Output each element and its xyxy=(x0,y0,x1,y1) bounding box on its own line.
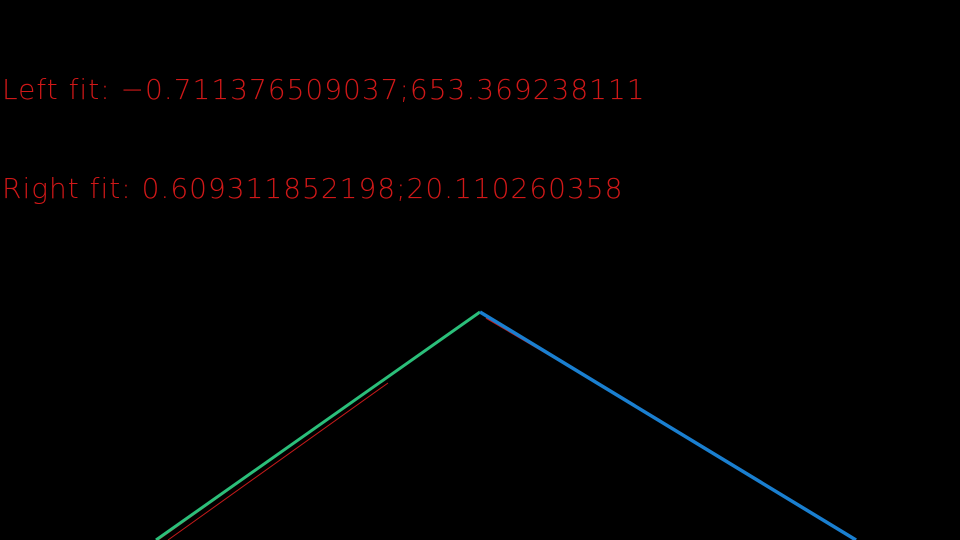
left-fit-line-inner xyxy=(167,382,389,540)
right-lane-line xyxy=(479,310,857,540)
left-lane-line xyxy=(155,310,481,540)
left-fit-readout: Left fit: −0.711376509037;653.369238111 xyxy=(2,73,646,106)
right-fit-readout: Right fit: 0.609311852198;20.110260358 xyxy=(2,172,624,205)
